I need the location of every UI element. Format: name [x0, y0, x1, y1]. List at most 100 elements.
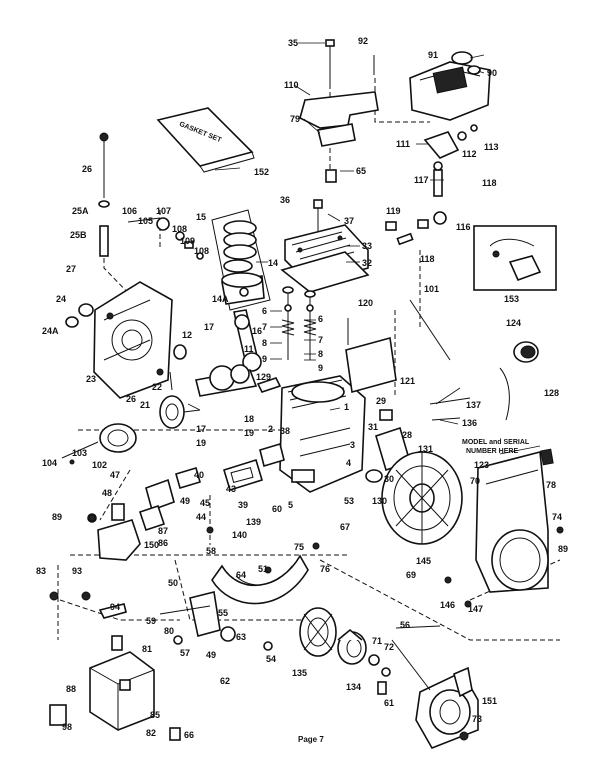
callout-90: 90 [487, 68, 497, 78]
callout-151: 151 [482, 696, 497, 706]
callout-152: 152 [254, 167, 269, 177]
callout-43: 43 [226, 484, 236, 494]
model-tag-line-2: NUMBER HERE [466, 448, 518, 455]
callout-16: 16 [252, 326, 262, 336]
callout-139: 139 [246, 517, 261, 527]
callout-24A: 24A [42, 326, 59, 336]
callout-118-top: 118 [482, 178, 497, 188]
callout-87: 87 [158, 526, 168, 536]
callout-75: 75 [294, 542, 304, 552]
callout-140: 140 [232, 530, 247, 540]
callout-9-left: 9 [262, 354, 267, 364]
callout-136: 136 [462, 418, 477, 428]
callout-120: 120 [358, 298, 373, 308]
callout-25A: 25A [72, 206, 89, 216]
callout-47: 47 [110, 470, 120, 480]
callout-1: 1 [344, 402, 349, 412]
breather-parts [385, 161, 447, 246]
callout-7-left: 7 [262, 322, 267, 332]
flywheel [381, 451, 463, 545]
callout-72: 72 [384, 642, 394, 652]
callout-153: 153 [504, 294, 519, 304]
callout-14: 14 [268, 258, 278, 268]
callout-124: 124 [506, 318, 521, 328]
callout-63: 63 [236, 632, 246, 642]
callout-25B: 25B [70, 230, 87, 240]
callout-94: 94 [110, 602, 120, 612]
callout-89-left: 89 [52, 512, 62, 522]
callout-22: 22 [152, 382, 162, 392]
callout-113: 113 [484, 142, 499, 152]
callout-6-left: 6 [262, 306, 267, 316]
callout-23: 23 [86, 374, 96, 384]
callout-18: 18 [244, 414, 254, 424]
callout-12: 12 [182, 330, 192, 340]
control-bracket [159, 591, 273, 651]
lower-fuel-tank [49, 603, 181, 741]
callout-32: 32 [362, 258, 372, 268]
callout-137: 137 [466, 400, 481, 410]
callout-5: 5 [288, 500, 293, 510]
dipstick [98, 132, 110, 257]
callout-17-top: 17 [204, 322, 214, 332]
piston [221, 272, 265, 305]
starter-pulley [299, 607, 337, 657]
callout-82: 82 [146, 728, 156, 738]
blower-housing [475, 450, 549, 593]
cam-gear [159, 395, 201, 429]
callout-49-lower: 49 [206, 650, 216, 660]
crankshaft [169, 344, 282, 397]
callout-98: 98 [62, 722, 72, 732]
callout-93: 93 [72, 566, 82, 576]
callout-88-left: 88 [66, 684, 76, 694]
callout-30: 30 [384, 474, 394, 484]
inset-box-153 [473, 225, 557, 291]
callout-86: 86 [158, 538, 168, 548]
callout-74: 74 [552, 512, 562, 522]
callout-64: 64 [236, 570, 246, 580]
callout-59: 59 [146, 616, 156, 626]
callout-109: 109 [180, 236, 195, 246]
air-cleaner [61, 423, 137, 459]
callout-103: 103 [72, 448, 87, 458]
page-footer: Page 7 [298, 735, 324, 744]
callout-leaders [187, 42, 485, 425]
callout-39: 39 [238, 500, 248, 510]
starter-cup-134 [337, 628, 367, 665]
callout-145: 145 [416, 556, 431, 566]
callout-11: 11 [244, 344, 254, 354]
callout-102: 102 [92, 460, 107, 470]
callout-104: 104 [42, 458, 57, 468]
callout-111: 111 [396, 139, 410, 149]
callout-54: 54 [266, 654, 276, 664]
callout-117: 117 [414, 175, 429, 185]
callout-118-mid: 118 [420, 254, 435, 264]
callout-4: 4 [346, 458, 351, 468]
rewind-starter [391, 625, 479, 749]
engine-block [279, 375, 366, 493]
callout-51: 51 [258, 564, 268, 574]
shroud-plate [345, 299, 451, 394]
connecting-rod [233, 309, 262, 372]
callout-29: 29 [376, 396, 386, 406]
callout-8-left: 8 [262, 338, 267, 348]
fuel-tank-assembly [299, 39, 491, 183]
callout-76: 76 [320, 564, 330, 574]
callout-7-right: 7 [318, 335, 323, 345]
callout-56: 56 [400, 620, 410, 630]
callout-71: 71 [372, 636, 382, 646]
callout-129: 129 [256, 372, 271, 382]
callout-21: 21 [140, 400, 150, 410]
callout-134: 134 [346, 682, 361, 692]
callout-58: 58 [206, 546, 216, 556]
callout-135: 135 [292, 668, 307, 678]
callout-44: 44 [196, 512, 206, 522]
callout-83: 83 [36, 566, 46, 576]
callout-107: 107 [156, 206, 171, 216]
callout-38: 38 [280, 426, 290, 436]
callout-48: 48 [102, 488, 112, 498]
callout-92: 92 [358, 36, 368, 46]
callout-110: 110 [284, 80, 299, 90]
callout-146: 146 [440, 600, 455, 610]
